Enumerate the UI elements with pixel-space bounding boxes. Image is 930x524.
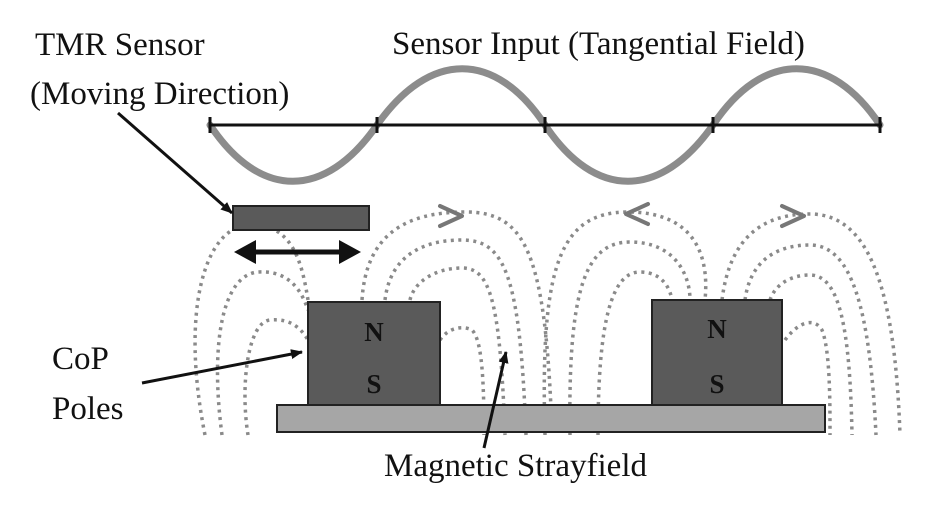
- tmr-sensor: [232, 205, 370, 231]
- substrate: [276, 404, 826, 433]
- pole-north-label: N: [707, 314, 727, 344]
- magnetic-field-lines: [193, 205, 902, 436]
- cop-pole-2: N S: [651, 299, 783, 406]
- pole-north-label: N: [364, 317, 384, 347]
- magnetic-strayfield-label: Magnetic Strayfield: [384, 448, 648, 484]
- cop-pole-1: N S: [307, 301, 441, 406]
- tmr-moving-direction-label: (Moving Direction): [30, 76, 289, 112]
- tmr-pointer-arrow: [117, 111, 233, 215]
- cop-pointer-arrow: [141, 349, 303, 385]
- chevron-arrow-icon: [624, 202, 650, 226]
- field-direction-chevrons: [438, 202, 806, 228]
- tmr-sensor-label: TMR Sensor: [35, 27, 205, 63]
- pole-south-label: S: [709, 369, 724, 399]
- pole-south-label: S: [366, 369, 381, 399]
- sensor-input-label: Sensor Input (Tangential Field): [392, 26, 805, 62]
- axis-ticks: [208, 117, 882, 133]
- chevron-arrow-icon: [438, 204, 464, 228]
- cop-label: CoP: [52, 341, 109, 377]
- double-headed-arrow-icon: [234, 240, 361, 264]
- strayfield-pointer-arrow: [482, 351, 509, 449]
- chevron-arrow-icon: [780, 204, 806, 228]
- poles-label: Poles: [52, 391, 124, 427]
